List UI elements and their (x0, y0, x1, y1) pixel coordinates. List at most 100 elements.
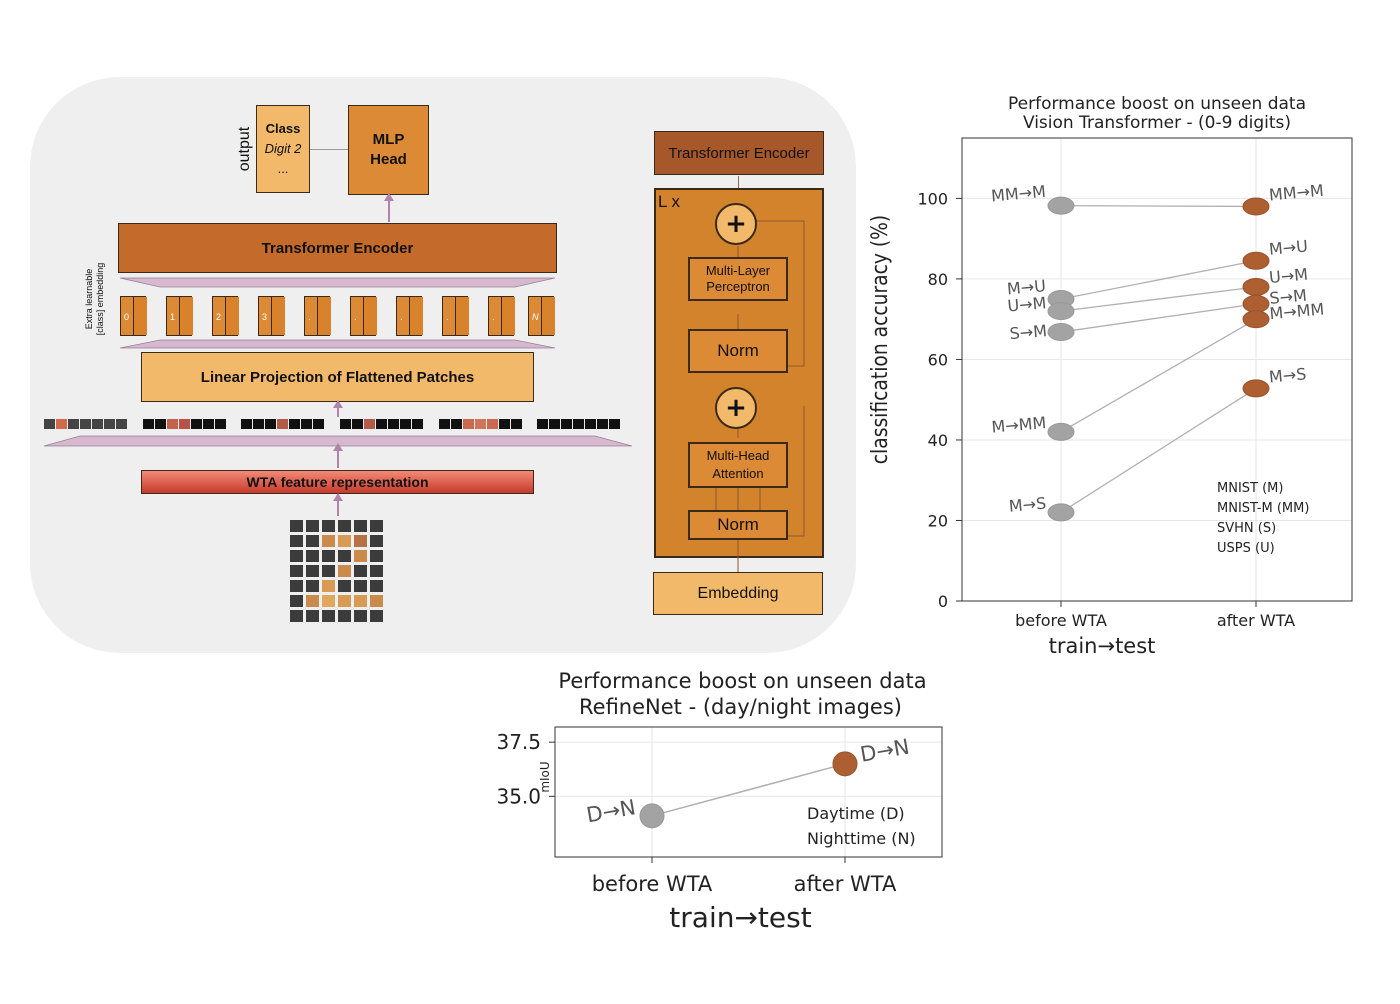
point-before (1047, 503, 1075, 522)
x-tick-label: after WTA (1217, 611, 1295, 630)
point-before (1047, 422, 1075, 441)
mlp-head-box: MLP Head (348, 105, 429, 195)
series-line (651, 763, 846, 817)
token: . (488, 296, 515, 336)
point-label-before: S→M (1009, 321, 1048, 343)
patch-strip (439, 419, 522, 429)
arrow-patches-to-projection (333, 400, 343, 417)
lx-label: L x (658, 192, 681, 211)
point-before (1047, 196, 1075, 215)
y-tick-label: 37.5 (496, 730, 541, 754)
plot-frame (961, 137, 1353, 602)
point-after (1242, 277, 1270, 296)
point-before (1047, 302, 1075, 321)
point-after (1242, 310, 1270, 329)
extra-embedding-label: Extra learnable [class] embedding (84, 262, 105, 336)
series-line (1060, 260, 1257, 300)
point-label-before: M→S (1008, 493, 1047, 515)
transformer-encoder-bar: Transformer Encoder (118, 223, 557, 273)
point-before (1047, 323, 1075, 342)
arrow-input-to-wta (333, 493, 343, 516)
encoder-detail-title: Transformer Encoder (654, 131, 824, 175)
chart-title: Performance boost on unseen data (1008, 94, 1306, 114)
point-label-before: D→N (585, 795, 638, 827)
arrow-wta-to-patches (333, 443, 343, 468)
class-box: Class Digit 2 ... (256, 105, 310, 193)
input-digit-grid (290, 520, 383, 622)
token: . (442, 296, 469, 336)
series-line (1060, 318, 1257, 433)
plus-icon: + (725, 393, 747, 423)
y-tick-label: 80 (928, 270, 948, 289)
multi-head-attention-box: Multi-Head Attention (688, 442, 788, 488)
embedding-box: Embedding (653, 572, 823, 615)
class-box-more: ... (277, 161, 289, 176)
y-tick-label: 20 (928, 511, 948, 530)
y-tick-label: 100 (917, 189, 948, 208)
trapezoid-top (119, 277, 556, 288)
y-tick-label: 60 (928, 350, 948, 369)
series-line (1060, 286, 1257, 312)
trapezoid-mid (119, 339, 556, 349)
patch-strip (340, 419, 423, 429)
wta-feature-box: WTA feature representation (141, 470, 534, 494)
point-label-after: S→M (1269, 286, 1308, 308)
norm-box-top: Norm (688, 329, 788, 373)
arrow-encoder-to-mlp (384, 193, 394, 222)
point-after (832, 751, 858, 777)
patch-strip (241, 419, 324, 429)
linear-projection-box: Linear Projection of Flattened Patches (141, 352, 534, 402)
plot-frame (554, 726, 943, 858)
point-label-after: M→U (1268, 236, 1308, 258)
token: 0 (120, 296, 147, 336)
token: . (396, 296, 423, 336)
y-tick-label: 35.0 (496, 784, 541, 808)
point-label-after: M→S (1268, 364, 1307, 386)
class-connector (310, 149, 349, 150)
refinenet-miou-chart: Performance boost on unseen dataRefineNe… (496, 669, 943, 934)
chart-subtitle: RefineNet - (day/night images) (579, 695, 902, 719)
trapezoid-bottom (43, 435, 633, 447)
legend-entry: Nighttime (N) (807, 829, 916, 848)
mlp-box: Multi-Layer Perceptron (688, 257, 788, 301)
token: 1 (166, 296, 193, 336)
point-label-before: M→U (1006, 276, 1046, 298)
point-label-after: U→M (1268, 265, 1308, 287)
legend-entry: USPS (U) (1217, 541, 1275, 556)
encoder-stack-arrow (738, 176, 739, 188)
norm-box-bottom: Norm (688, 510, 788, 540)
y-tick-label: 0 (938, 592, 948, 611)
patch-strip (143, 419, 226, 429)
token: 2 (212, 296, 239, 336)
point-after (1242, 294, 1270, 313)
class-box-title: Class (265, 121, 301, 136)
point-before (639, 803, 665, 829)
point-after (1242, 379, 1270, 398)
patch-strip (537, 419, 620, 429)
y-tick-label: 40 (928, 431, 948, 450)
token: . (304, 296, 331, 336)
residual-add-top: + (715, 203, 757, 245)
chart-title: Performance boost on unseen data (558, 669, 926, 693)
token: 3 (258, 296, 285, 336)
patch-strip (44, 419, 127, 429)
x-tick-label: before WTA (1015, 611, 1107, 630)
point-label-after: D→N (858, 735, 911, 767)
x-axis-label: train→test (669, 901, 811, 934)
y-axis-label: mIoU (538, 761, 552, 792)
token: N (528, 296, 555, 336)
legend-entry: MNIST (M) (1217, 481, 1283, 496)
x-axis-label: train→test (1049, 634, 1156, 658)
point-label-before: U→M (1007, 293, 1047, 315)
legend-entry: SVHN (S) (1217, 521, 1276, 536)
point-label-after: M→MM (1269, 299, 1325, 323)
point-after (1242, 251, 1270, 270)
residual-add-bottom: + (715, 387, 757, 429)
x-tick-label: before WTA (592, 872, 713, 896)
legend-entry: Daytime (D) (807, 804, 905, 823)
encoder-stack (654, 188, 824, 558)
point-label-before: M→MM (991, 413, 1047, 437)
legend-entry: MNIST-M (MM) (1217, 501, 1309, 516)
chart-subtitle: Vision Transformer - (0-9 digits) (1023, 113, 1291, 133)
